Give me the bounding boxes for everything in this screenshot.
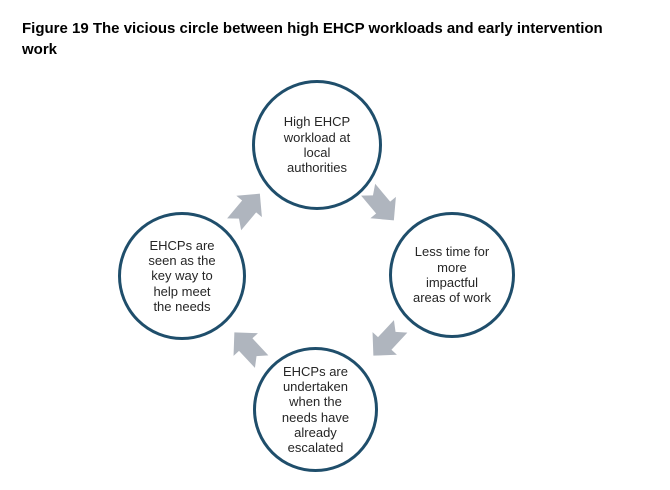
circle-node-ehcps-undertaken-late: EHCPs are undertaken when the needs have… [253, 347, 378, 472]
flow-arrow-right-to-bottom-icon [372, 320, 408, 356]
flow-arrow-top-to-right-icon [361, 183, 396, 221]
circle-node-label: EHCPs are seen as the key way to help me… [148, 237, 216, 314]
circle-node-high-ehcp-workload: High EHCP workload at local authorities [252, 80, 382, 210]
flow-arrow-left-to-top-icon [227, 193, 262, 231]
flow-arrow-bottom-to-left-icon [233, 332, 269, 368]
circle-node-ehcps-seen-as-key-way: EHCPs are seen as the key way to help me… [118, 212, 246, 340]
circle-node-less-time-impactful-work: Less time for more impactful areas of wo… [389, 212, 515, 338]
circle-node-label: High EHCP workload at local authorities [283, 114, 351, 176]
figure-title: Figure 19 The vicious circle between hig… [22, 20, 603, 58]
circle-node-label: EHCPs are undertaken when the needs have… [281, 363, 350, 456]
circle-node-label: Less time for more impactful areas of wo… [412, 244, 492, 306]
